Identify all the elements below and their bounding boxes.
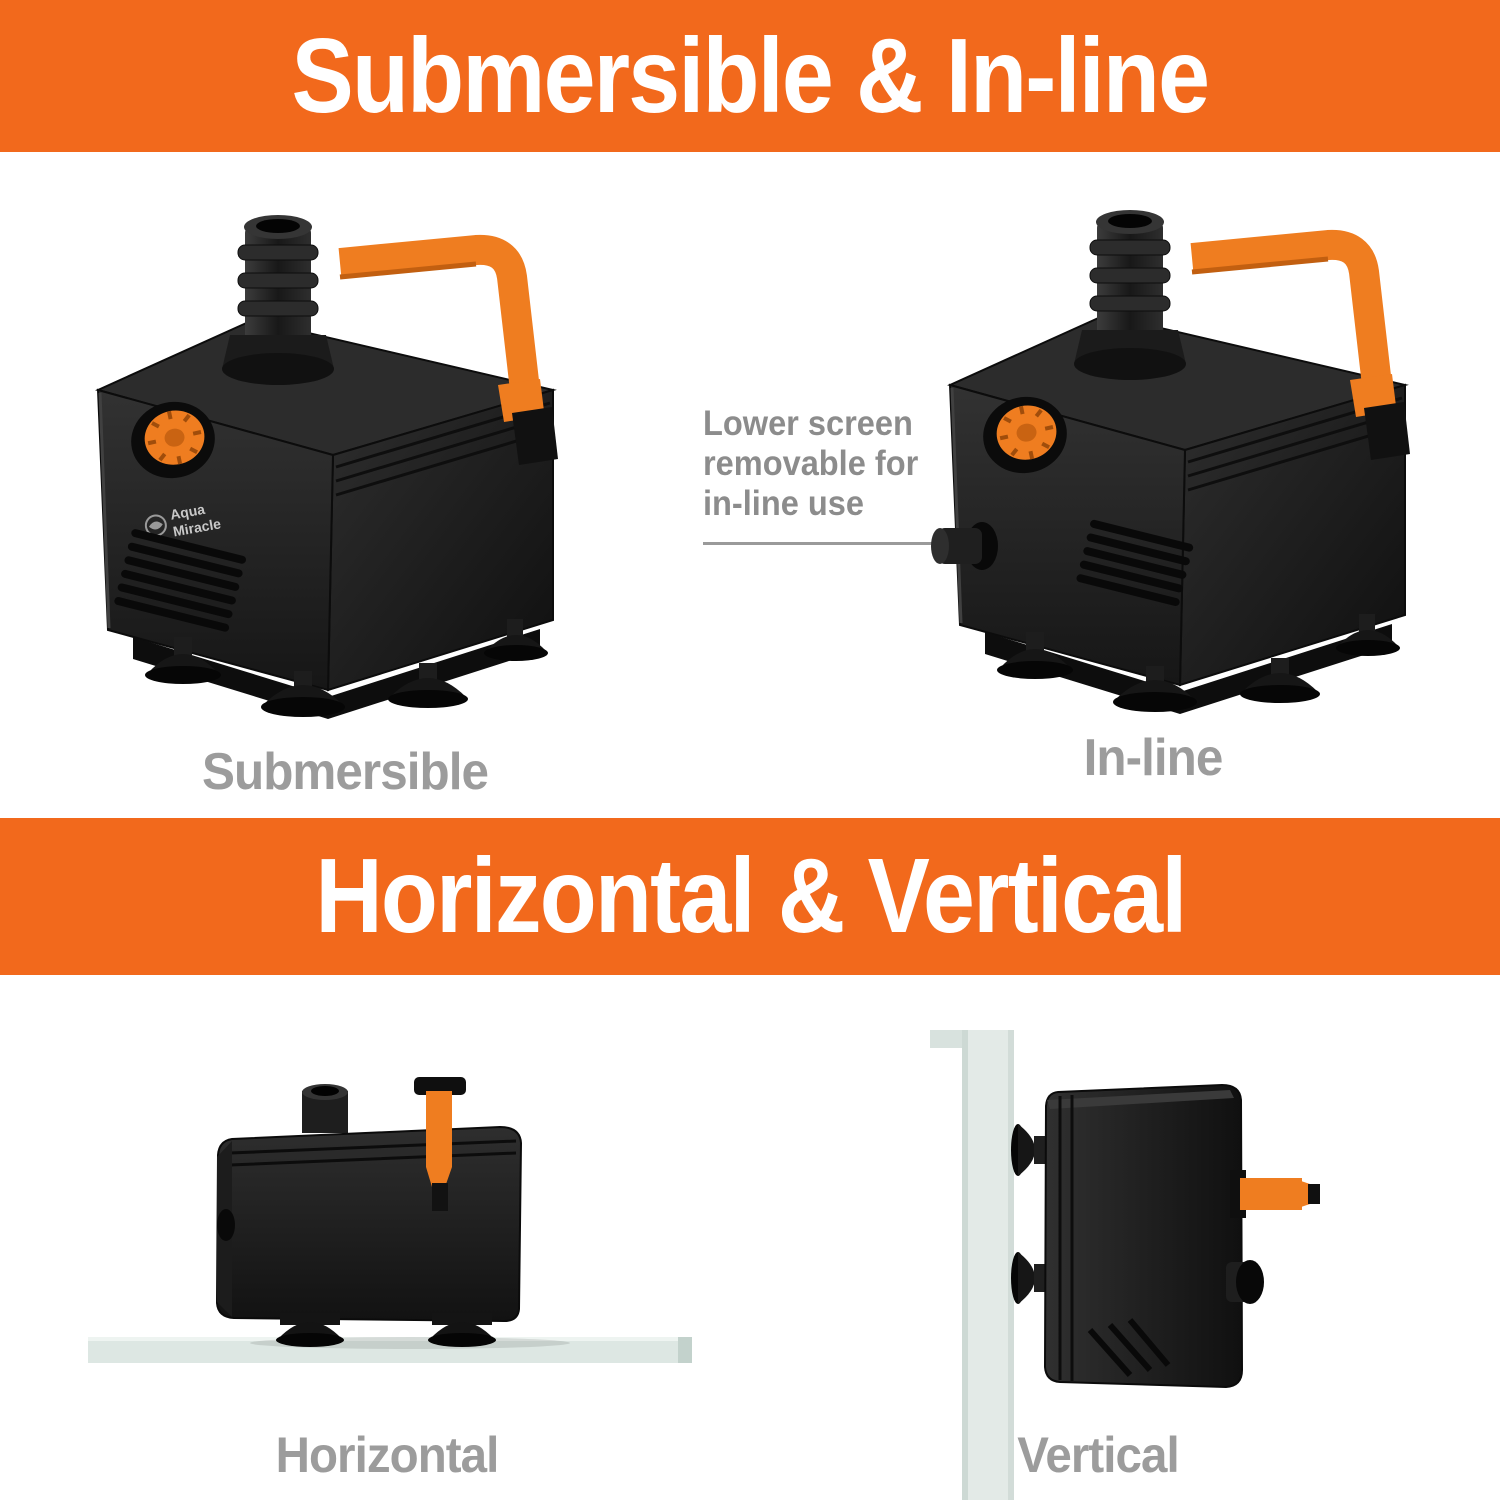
horizontal-pump-illustration [88,1077,692,1363]
suction-cup [484,619,548,661]
suction-cup [428,1313,496,1347]
annotation-line2: removable for [703,444,919,483]
intake-vents [1076,519,1194,606]
suction-cup [276,1313,344,1347]
vertical-pump-figure [900,1030,1400,1500]
inline-caption: In-line [1083,729,1224,787]
carry-handle [338,234,558,465]
annotation-pointer-line [703,542,959,545]
vertical-caption: Vertical [1017,1427,1179,1483]
outlet-port [1226,1260,1264,1304]
annotation-lower-screen: Lower screen removable for in-line use [703,404,945,524]
annotation-line3: in-line use [703,484,864,523]
submersible-pump-illustration: Aqua Miracle [95,215,558,719]
carry-handle [1190,229,1410,460]
horizontal-caption: Horizontal [275,1427,500,1483]
suction-cup [145,637,221,684]
suction-cup [1336,614,1400,656]
suction-cup [261,671,345,717]
inline-inlet-port [931,522,998,570]
glass-shelf [88,1337,692,1363]
banner-horizontal-vertical: Horizontal & Vertical [0,818,1500,975]
suction-cup [1011,1252,1050,1304]
inline-pump-illustration [931,210,1410,714]
carry-handle [414,1077,466,1211]
glass-wall [930,1030,1014,1500]
suction-cup [1113,666,1197,712]
suction-cup [997,632,1073,679]
brand-line1: Aqua [169,501,206,523]
pump-body [947,313,1409,687]
banner-middle-title: Horizontal & Vertical [314,837,1187,955]
suction-cup-base [985,614,1400,714]
outlet-nozzle [222,215,334,385]
flow-control-knob [983,396,1067,474]
flow-control-knob [131,401,215,479]
annotation-line1: Lower screen [703,404,913,443]
suction-cup [1011,1124,1050,1176]
inline-pump-figure [930,200,1430,720]
horizontal-pump-figure [80,1065,720,1395]
banner-submersible-inline: Submersible & In-line [0,0,1500,152]
outlet-nozzle [302,1084,348,1133]
suction-cup-base [133,619,548,719]
suction-cup [388,663,468,708]
pump-body [215,1125,523,1323]
outlet-nozzle [1074,210,1186,380]
submersible-caption: Submersible [201,743,489,801]
carry-handle [1230,1170,1320,1218]
intake-vents [114,529,247,632]
suction-cup [1240,658,1320,703]
vertical-pump-illustration [930,1030,1320,1500]
submersible-pump-figure: Aqua Miracle [78,205,578,725]
banner-top-title: Submersible & In-line [291,16,1211,135]
pump-body [1043,1083,1244,1389]
